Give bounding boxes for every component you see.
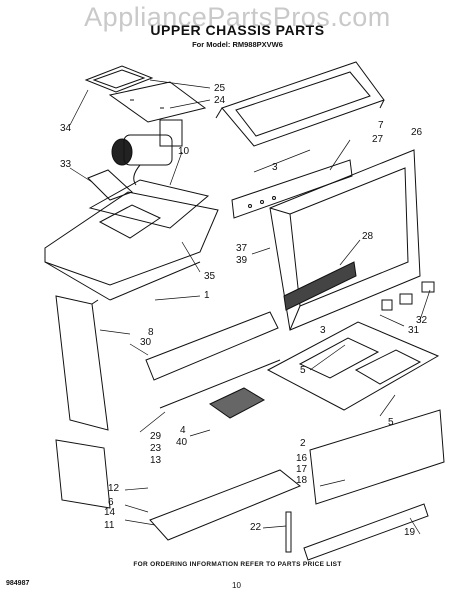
callout-3-lower: 3 [320, 325, 326, 336]
callout-17: 17 [296, 464, 308, 475]
callout-5-upper: 5 [300, 365, 306, 376]
ordering-note: FOR ORDERING INFORMATION REFER TO PARTS … [133, 561, 342, 568]
part-front-frame [269, 149, 421, 331]
callout-10: 10 [178, 146, 190, 157]
callout-14: 14 [104, 507, 116, 518]
callout-25: 25 [214, 83, 226, 94]
callout-34: 34 [60, 123, 72, 134]
callout-5-lower: 5 [388, 417, 394, 428]
part-knob [381, 299, 393, 311]
callout-37: 37 [236, 243, 248, 254]
part-grease-filter [209, 387, 266, 419]
page-number: 10 [232, 581, 241, 590]
callout-31: 31 [408, 325, 420, 336]
part-rod [285, 511, 292, 553]
callout-19: 19 [404, 527, 416, 538]
part-strip [159, 359, 281, 409]
callout-7: 7 [378, 120, 384, 131]
part-door [309, 409, 445, 505]
part-channel [145, 311, 279, 381]
callout-11: 11 [104, 520, 115, 531]
leader-lines [69, 79, 431, 535]
callout-6: 6 [108, 497, 114, 508]
page-title: UPPER CHASSIS PARTS [150, 22, 325, 38]
part-mounting-plate [108, 81, 207, 123]
callout-3-upper: 3 [272, 162, 278, 173]
callout-35: 35 [204, 271, 216, 282]
callout-18: 18 [296, 475, 308, 486]
callout-39: 39 [236, 255, 248, 266]
callout-4: 4 [180, 425, 186, 436]
part-side-panel [55, 295, 109, 431]
callout-8: 8 [148, 327, 154, 338]
part-lower-tray [149, 469, 301, 541]
part-bottom-bar [303, 503, 429, 561]
callout-40: 40 [176, 437, 188, 448]
part-bottom-panel [266, 321, 440, 411]
callout-26: 26 [411, 127, 423, 138]
part-left-panel [55, 439, 111, 509]
callout-22: 22 [250, 522, 262, 533]
part-control-panel [231, 159, 353, 219]
callout-23: 23 [150, 443, 162, 454]
part-gasket [87, 169, 133, 201]
callout-1: 1 [204, 290, 210, 301]
callout-2: 2 [300, 438, 306, 449]
callout-32: 32 [416, 315, 428, 326]
part-fan-motor [111, 119, 183, 186]
part-top-frame [215, 61, 385, 147]
callout-33: 33 [60, 159, 72, 170]
model-line: For Model: RM988PXVW6 [192, 40, 283, 49]
callout-27: 27 [372, 134, 384, 145]
callout-30: 30 [140, 337, 152, 348]
callout-13: 13 [150, 455, 162, 466]
part-vent-grille [283, 261, 357, 311]
part-knob [421, 281, 435, 293]
watermark: AppliancePartsPros.com [84, 2, 391, 32]
part-blower-housing [44, 179, 219, 301]
part-knob [399, 293, 413, 305]
drawing-code: 984987 [6, 580, 30, 587]
callout-24: 24 [214, 95, 226, 106]
callout-28: 28 [362, 231, 374, 242]
part-top-filter-plate [84, 65, 154, 93]
callout-12: 12 [108, 483, 120, 494]
callout-16: 16 [296, 453, 308, 464]
callout-29: 29 [150, 431, 162, 442]
